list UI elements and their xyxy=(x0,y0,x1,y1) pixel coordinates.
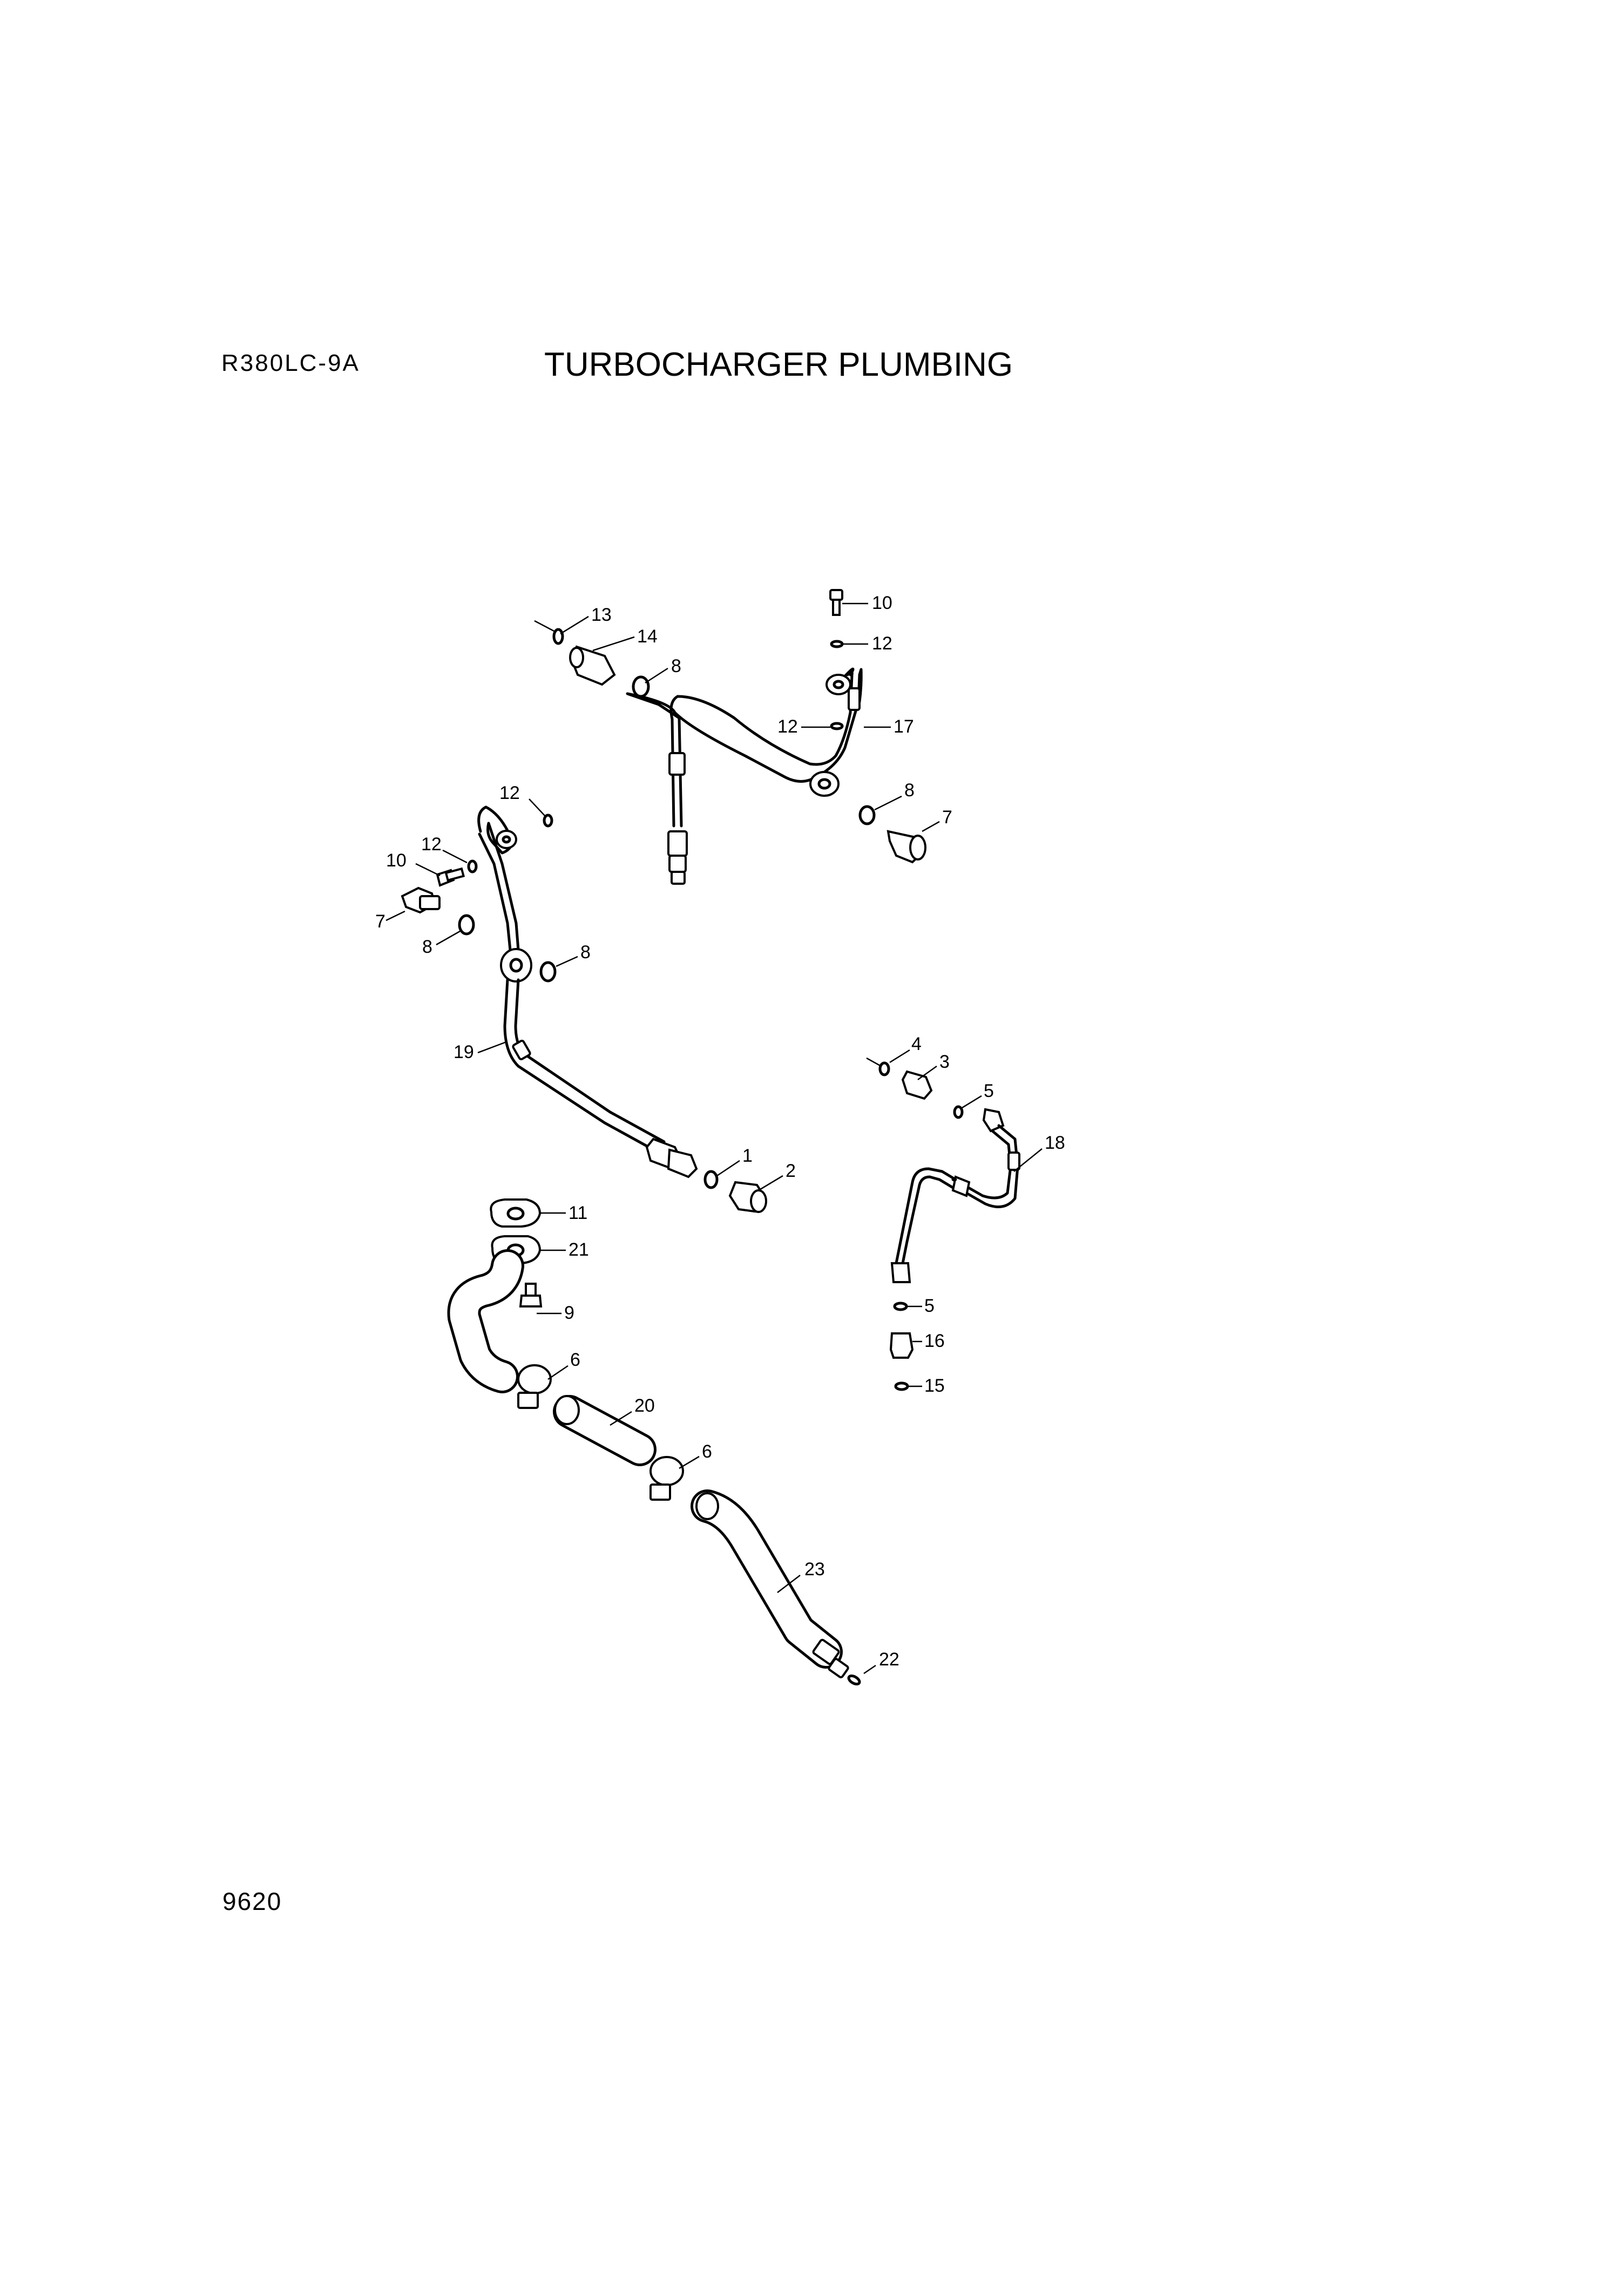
callout-20: 20 xyxy=(634,1395,655,1416)
callout-22: 22 xyxy=(879,1649,899,1670)
callout-15: 15 xyxy=(924,1376,945,1396)
callout-12: 12 xyxy=(777,716,798,737)
callout-23: 23 xyxy=(804,1559,825,1580)
callout-12: 12 xyxy=(499,783,520,803)
leader-lines xyxy=(385,602,1043,1675)
callout-7: 7 xyxy=(375,911,385,932)
callout-labels: 13 14 8 10 12 12 17 8 7 12 12 10 7 8 8 1… xyxy=(375,593,1065,1670)
callout-14: 14 xyxy=(637,626,658,647)
callout-8: 8 xyxy=(671,656,681,676)
callout-5: 5 xyxy=(984,1081,994,1101)
callout-7: 7 xyxy=(942,807,952,828)
callout-12: 12 xyxy=(421,834,442,855)
callout-8: 8 xyxy=(580,942,591,963)
callout-8: 8 xyxy=(904,780,915,801)
callout-6: 6 xyxy=(570,1350,580,1370)
callout-9: 9 xyxy=(564,1303,574,1323)
drain-line-assembly xyxy=(447,1198,861,1686)
callout-1: 1 xyxy=(742,1146,753,1166)
right-oil-line-assembly xyxy=(878,1061,1020,1391)
callout-5: 5 xyxy=(924,1296,935,1316)
model-code: R380LC-9A xyxy=(221,350,360,376)
callout-19: 19 xyxy=(454,1042,474,1062)
callout-16: 16 xyxy=(924,1331,945,1351)
callout-2: 2 xyxy=(786,1161,796,1181)
left-oil-line-assembly xyxy=(401,805,767,1214)
callout-10: 10 xyxy=(872,593,892,613)
page-title: TURBOCHARGER PLUMBING xyxy=(544,346,1013,383)
callout-13: 13 xyxy=(591,605,612,625)
callout-18: 18 xyxy=(1045,1133,1065,1153)
callout-3: 3 xyxy=(939,1052,950,1072)
upper-oil-line-assembly xyxy=(552,589,926,885)
callout-21: 21 xyxy=(569,1239,589,1260)
callout-12: 12 xyxy=(872,633,892,654)
callout-17: 17 xyxy=(894,716,914,737)
callout-6: 6 xyxy=(702,1441,712,1462)
callout-4: 4 xyxy=(911,1034,922,1054)
callout-10: 10 xyxy=(386,850,407,871)
callout-11: 11 xyxy=(569,1203,587,1223)
page-number: 9620 xyxy=(222,1887,282,1915)
callout-8: 8 xyxy=(422,937,432,957)
